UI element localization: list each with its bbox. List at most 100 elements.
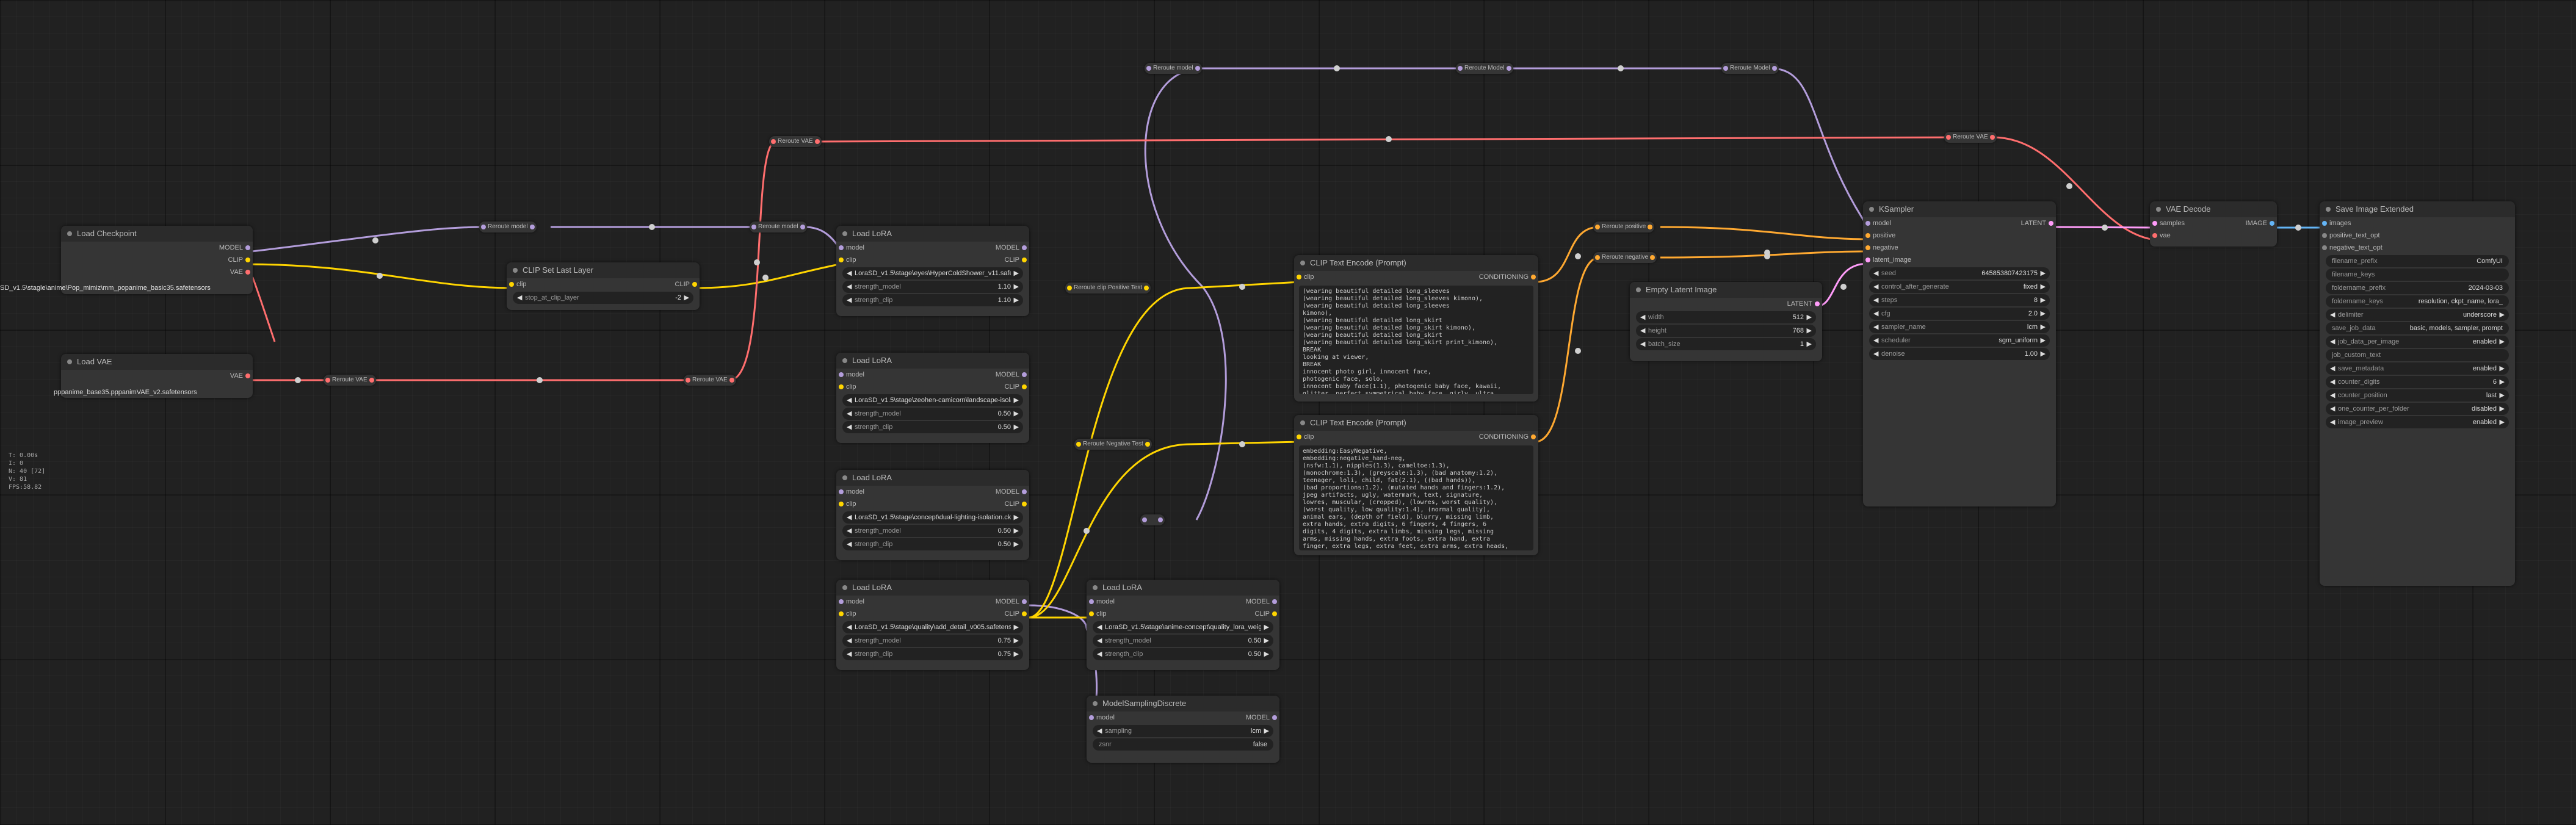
decrement-arrow-icon[interactable]: ◀ (1873, 283, 1879, 290)
decrement-arrow-icon[interactable]: ◀ (2330, 378, 2335, 386)
node-title[interactable]: Load LoRA (836, 353, 1029, 369)
node-title[interactable]: Load LoRA (836, 580, 1029, 596)
collapse-dot-icon[interactable] (1093, 585, 1098, 590)
node-title[interactable]: KSampler (1863, 201, 2056, 217)
job-custom-text-field[interactable]: job_custom_text (2326, 349, 2509, 361)
decrement-arrow-icon[interactable]: ◀ (1097, 624, 1102, 631)
increment-arrow-icon[interactable]: ▶ (1806, 340, 1812, 348)
clip-pin-icon[interactable] (1022, 384, 1027, 389)
increment-arrow-icon[interactable]: ▶ (684, 294, 689, 301)
clip-pin-icon[interactable] (1022, 258, 1027, 262)
io-latent-image[interactable]: latent_image (1863, 254, 2056, 266)
model-pin-icon[interactable] (839, 372, 844, 377)
increment-arrow-icon[interactable]: ▶ (1013, 527, 1019, 535)
collapse-dot-icon[interactable] (842, 475, 847, 480)
conditioning-pin-icon[interactable] (1595, 225, 1600, 229)
io-positive-text[interactable]: positive_text_opt (2320, 229, 2515, 242)
collapse-dot-icon[interactable] (842, 585, 847, 590)
increment-arrow-icon[interactable]: ▶ (2040, 283, 2046, 290)
decrement-arrow-icon[interactable]: ◀ (1873, 297, 1879, 304)
conditioning-pin-icon[interactable] (1531, 434, 1536, 439)
reroute-vae-3[interactable]: Reroute VAE (769, 136, 822, 147)
clip-pin-icon[interactable] (839, 611, 844, 616)
model-pin-icon[interactable] (1022, 489, 1027, 494)
vae-name-widget[interactable]: pppanime_base35.pppanimVAE_v2.safetensor… (54, 389, 197, 396)
decrement-arrow-icon[interactable]: ◀ (847, 423, 852, 431)
node-title[interactable]: CLIP Text Encode (Prompt) (1294, 255, 1538, 271)
io-images[interactable]: images (2320, 217, 2515, 229)
conditioning-pin-icon[interactable] (1865, 233, 1870, 238)
decrement-arrow-icon[interactable]: ◀ (1097, 650, 1102, 658)
string-pin-icon[interactable] (2322, 245, 2327, 250)
vae-pin-icon[interactable] (1989, 135, 1995, 140)
model-pin-icon[interactable] (800, 225, 805, 229)
reroute-blank[interactable] (1140, 514, 1165, 525)
model-pin-icon[interactable] (1771, 66, 1777, 71)
reroute-model-4[interactable]: Reroute Model (1456, 63, 1513, 74)
vae-pin-icon[interactable] (814, 139, 820, 144)
vae-pin-icon[interactable] (245, 373, 250, 378)
decrement-arrow-icon[interactable]: ◀ (1640, 314, 1646, 321)
filename-keys-field[interactable]: filename_keys (2326, 268, 2509, 281)
increment-arrow-icon[interactable]: ▶ (2040, 323, 2046, 331)
reroute-model-1[interactable]: Reroute model (479, 222, 537, 232)
model-pin-icon[interactable] (839, 599, 844, 604)
reroute-vae-1[interactable]: Reroute VAE (324, 375, 376, 386)
collapse-dot-icon[interactable] (2156, 207, 2161, 212)
decrement-arrow-icon[interactable]: ◀ (1640, 327, 1646, 334)
increment-arrow-icon[interactable]: ▶ (2040, 297, 2046, 304)
model-pin-icon[interactable] (481, 225, 486, 229)
collapse-dot-icon[interactable] (1093, 701, 1098, 706)
model-pin-icon[interactable] (1146, 66, 1151, 71)
model-pin-icon[interactable] (1272, 715, 1277, 720)
increment-arrow-icon[interactable]: ▶ (2499, 392, 2505, 399)
reroute-clip-negative[interactable]: Reroute Negative Test (1074, 439, 1152, 450)
output-clip[interactable]: CLIP (61, 254, 253, 266)
decrement-arrow-icon[interactable]: ◀ (847, 541, 852, 548)
increment-arrow-icon[interactable]: ▶ (1013, 423, 1019, 431)
latent-pin-icon[interactable] (2152, 221, 2157, 226)
lora-name-widget[interactable]: ◀LoraSD_v1.5\stage\eyes\HyperColdShower_… (842, 267, 1023, 279)
node-title[interactable]: CLIP Set Last Layer (507, 262, 700, 278)
model-pin-icon[interactable] (1158, 517, 1163, 522)
increment-arrow-icon[interactable]: ▶ (1013, 397, 1019, 404)
increment-arrow-icon[interactable]: ▶ (1264, 727, 1269, 735)
collapse-dot-icon[interactable] (1869, 207, 1874, 212)
collapse-dot-icon[interactable] (67, 359, 72, 364)
decrement-arrow-icon[interactable]: ◀ (2330, 311, 2335, 319)
conditioning-pin-icon[interactable] (1648, 225, 1653, 229)
model-pin-icon[interactable] (245, 245, 250, 250)
increment-arrow-icon[interactable]: ▶ (2499, 338, 2505, 345)
output-vae[interactable]: VAE (61, 266, 253, 278)
reroute-positive[interactable]: Reroute positive (1593, 222, 1655, 232)
increment-arrow-icon[interactable]: ▶ (1013, 283, 1019, 290)
decrement-arrow-icon[interactable]: ◀ (2330, 392, 2335, 399)
collapse-dot-icon[interactable] (842, 231, 847, 236)
node-title[interactable]: Empty Latent Image (1630, 282, 1822, 298)
decrement-arrow-icon[interactable]: ◀ (2330, 338, 2335, 345)
increment-arrow-icon[interactable]: ▶ (1013, 541, 1019, 548)
decrement-arrow-icon[interactable]: ◀ (1873, 310, 1879, 317)
